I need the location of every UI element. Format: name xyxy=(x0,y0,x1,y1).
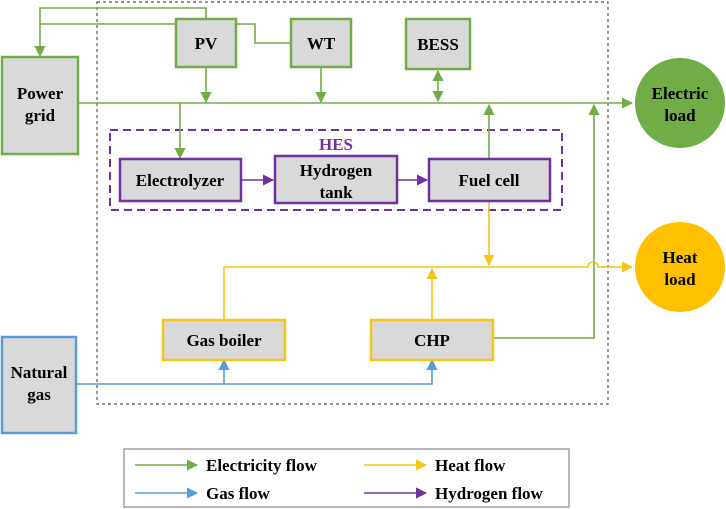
fuel-cell-node: Fuel cell xyxy=(427,157,552,203)
legend-hydrogen: Hydrogen flow xyxy=(364,484,544,503)
svg-text:Electrolyzer: Electrolyzer xyxy=(136,171,225,190)
legend-heat: Heat flow xyxy=(364,456,506,475)
svg-text:Hydrogen flow: Hydrogen flow xyxy=(435,484,544,503)
legend-gas: Gas flow xyxy=(135,484,270,503)
svg-text:BESS: BESS xyxy=(417,35,459,54)
wt-top-loop-flow xyxy=(40,23,291,44)
svg-text:Gas flow: Gas flow xyxy=(206,484,270,503)
pv-node: PV xyxy=(174,17,238,69)
chp-to-bus-flow xyxy=(493,103,600,339)
svg-text:Gas boiler: Gas boiler xyxy=(186,331,262,350)
hes-label: HES xyxy=(319,135,353,154)
svg-text:CHP: CHP xyxy=(414,331,450,350)
gas-boiler-node: Gas boiler xyxy=(161,318,287,362)
chp-node: CHP xyxy=(369,318,495,362)
heat-bus-flow xyxy=(223,261,634,320)
electrolyzer-node: Electrolyzer xyxy=(118,157,243,203)
svg-text:PV: PV xyxy=(195,34,218,53)
legend: Electricity flow Heat flow Gas flow Hydr… xyxy=(123,448,570,508)
svg-text:Fuel cell: Fuel cell xyxy=(459,171,520,190)
hes-group xyxy=(109,129,563,211)
gas-bus-flow xyxy=(76,358,438,385)
svg-text:Electricity flow: Electricity flow xyxy=(206,456,318,475)
svg-text:Heat flow: Heat flow xyxy=(435,456,506,475)
legend-electricity: Electricity flow xyxy=(135,456,318,475)
wt-node: WT xyxy=(289,17,353,69)
svg-text:WT: WT xyxy=(307,34,336,53)
bess-node: BESS xyxy=(404,17,472,71)
